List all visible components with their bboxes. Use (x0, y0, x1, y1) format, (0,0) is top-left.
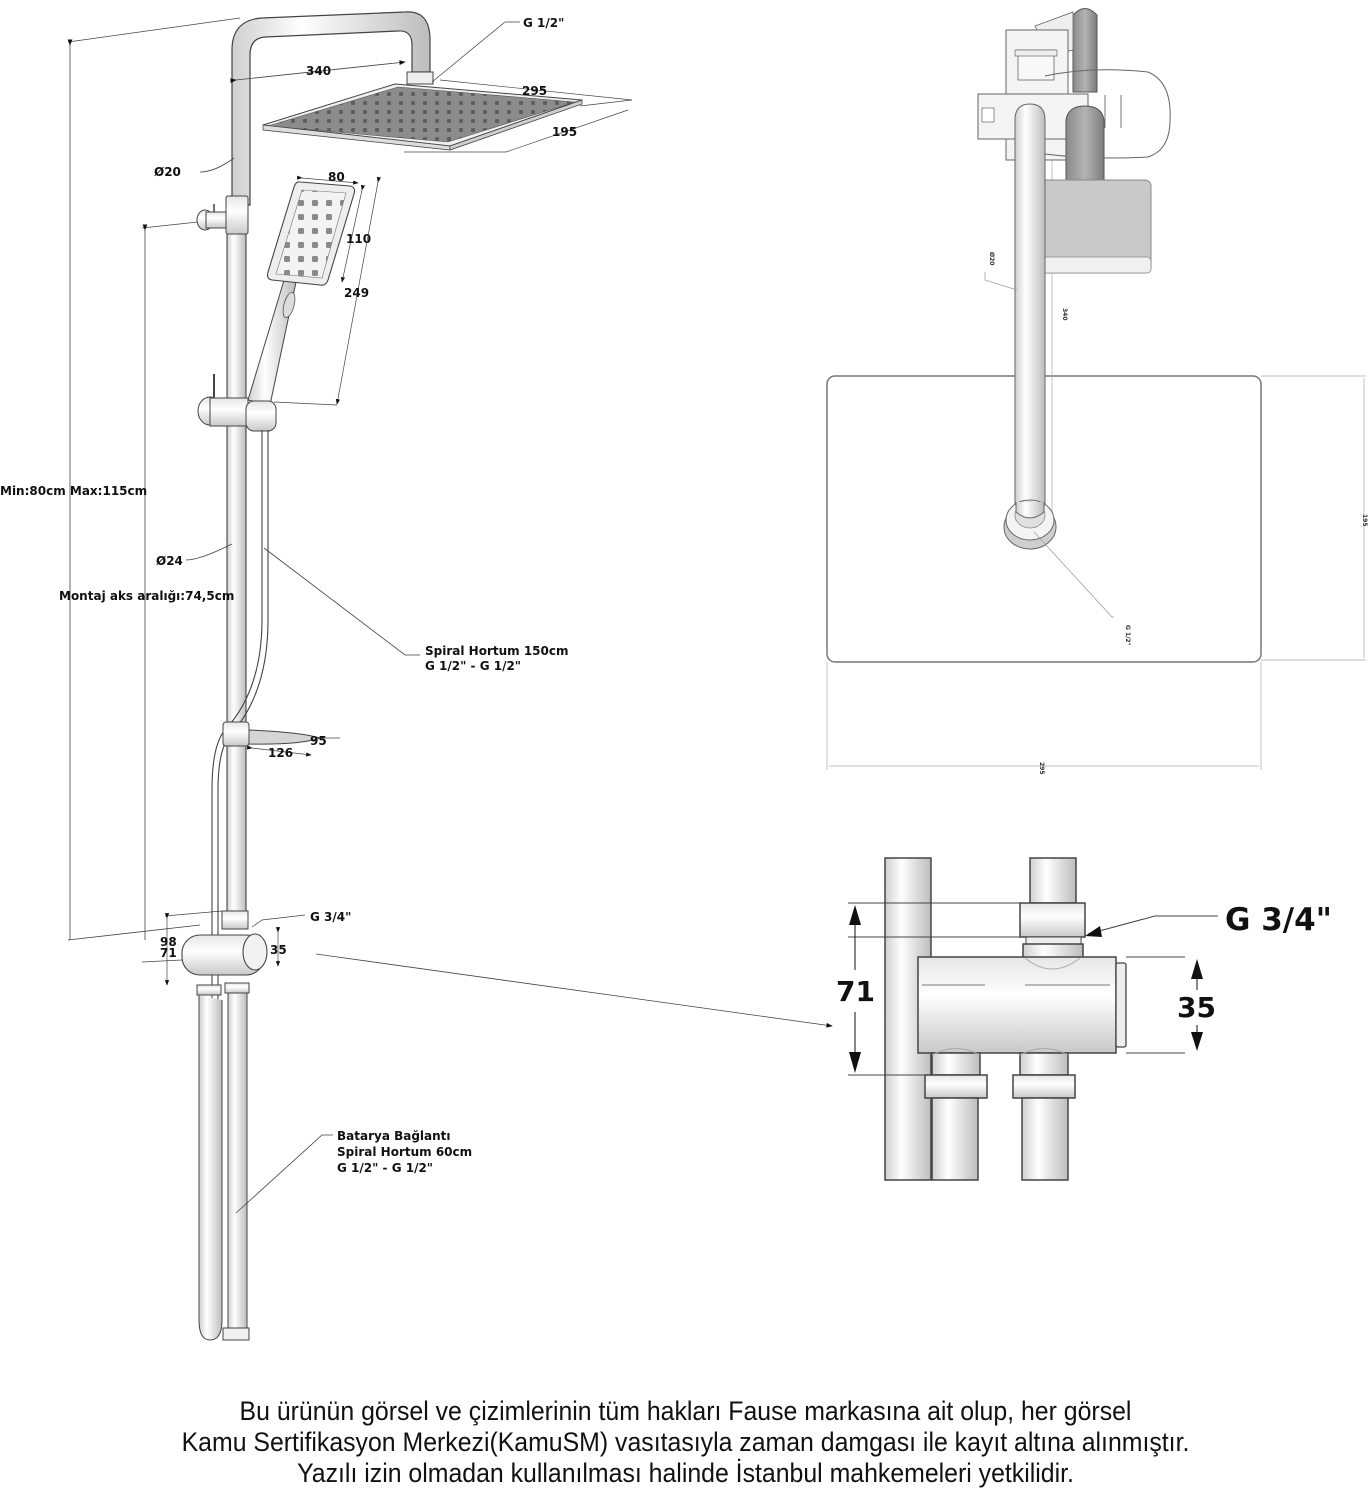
label-shelf-depth: 95 (310, 734, 327, 748)
top-view-label-pipe-diameter: Ø20 (988, 252, 995, 265)
label-spiral-hose-1: Spiral Hortum 150cm (425, 644, 568, 658)
rain-shower-head (262, 83, 583, 151)
arrow-71-bottom (849, 1052, 861, 1073)
copyright-line-1: Bu ürünün görsel ve çizimlerinin tüm hak… (239, 1396, 1132, 1426)
dimension-handshower-total (335, 176, 381, 405)
top-view-label-arm-length: 340 (1061, 308, 1068, 321)
label-battery-hose-2: Spiral Hortum 60cm (337, 1145, 472, 1159)
detail-label-height: 71 (836, 975, 875, 1008)
head-connector (406, 71, 434, 85)
label-height-range: Min:80cm Max:115cm (0, 484, 147, 498)
label-battery-hose-3: G 1/2" - G 1/2" (337, 1161, 433, 1175)
label-head-length: 295 (522, 84, 547, 98)
top-view-label-head-depth: 195 (1361, 514, 1368, 527)
arrow-71-top (849, 905, 861, 925)
label-connector-thread: G 1/2" (523, 16, 564, 30)
detail-top-nut (1019, 902, 1086, 938)
label-shelf-width: 126 (268, 746, 293, 760)
battery-hoses (198, 992, 250, 1341)
detail-callout-line (315, 953, 833, 1028)
label-pipe-lower-diameter: Ø24 (156, 554, 183, 568)
top-view-label-thread: G 1/2" (1124, 625, 1131, 646)
dim-ext-98-top (164, 910, 223, 917)
dim-ext-71 (141, 959, 183, 963)
leader-pipe-lower (185, 543, 233, 561)
copyright-notice: Bu ürünün görsel ve çizimlerinin tüm hak… (55, 1396, 1316, 1489)
soap-shelf (222, 721, 322, 747)
leader-battery-hose (235, 1134, 333, 1214)
top-view-leader-pipe (984, 272, 1018, 291)
dimension-shelf-width (246, 745, 312, 757)
leader-spiral-hose (263, 547, 420, 656)
label-handshower-total-length: 249 (344, 286, 369, 300)
hand-shower (247, 181, 356, 406)
copyright-line-3: Yazılı izin olmadan kullanılması halinde… (297, 1458, 1074, 1488)
label-mount-spacing: Montaj aks aralığı:74,5cm (59, 589, 234, 603)
top-view-label-head-width: 295 (1038, 762, 1045, 775)
dimension-height-range (67, 17, 241, 941)
dimension-arm-line (230, 60, 406, 83)
side-view: 340 G 1/2" 295 195 Ø20 80 (0, 11, 833, 1341)
label-spiral-hose-2: G 1/2" - G 1/2" (425, 659, 521, 673)
detail-dimensions (848, 902, 1185, 1076)
label-handshower-width: 80 (328, 170, 345, 184)
label-diverter-thread: G 3/4" (310, 910, 351, 924)
leader-connector-thread (431, 21, 520, 83)
arrow-35-bottom (1191, 1032, 1203, 1051)
wall-bracket (196, 204, 227, 231)
dimension-handshower-total-ext (273, 401, 338, 406)
label-diverter-height-total: 98 (160, 935, 177, 949)
dimension-head-width-line (505, 109, 629, 153)
slider-holder (197, 374, 277, 432)
label-battery-hose-1: Batarya Bağlantı (337, 1129, 451, 1143)
leader-pipe-upper (199, 157, 235, 173)
diverter (181, 910, 268, 996)
top-view: Ø20 340 195 295 G 1/2" (826, 8, 1368, 775)
arrow-35-top (1191, 959, 1203, 979)
detail-view: 71 35 G 3/4" (836, 857, 1332, 1181)
arrow-thread (1085, 926, 1102, 937)
dimension-mount-spacing (141, 221, 199, 940)
copyright-line-2: Kamu Sertifikasyon Merkezi(KamuSM) vasıt… (181, 1427, 1190, 1457)
label-head-width: 195 (552, 125, 577, 139)
label-diverter-diameter: 35 (270, 943, 287, 957)
detail-diverter-body (917, 956, 1117, 1054)
top-view-leader-thread (1033, 531, 1114, 618)
detail-bottom-nut-right (1012, 1074, 1076, 1099)
dimension-head-length (439, 79, 633, 101)
label-diverter-height: 71 (160, 946, 177, 960)
detail-label-thread: G 3/4" (1225, 902, 1332, 938)
dimension-head-length-ext (579, 99, 633, 107)
top-view-arm (977, 8, 1171, 550)
detail-bottom-nut-left (924, 1074, 988, 1099)
leader-diverter-thread (251, 914, 306, 928)
label-overhead-arm: 340 (306, 64, 331, 78)
pipe-coupling (225, 195, 249, 235)
detail-label-diameter: 35 (1177, 991, 1216, 1024)
label-pipe-upper-diameter: Ø20 (154, 165, 181, 179)
lower-pipe (226, 204, 247, 926)
detail-leader-thread (1087, 915, 1218, 935)
